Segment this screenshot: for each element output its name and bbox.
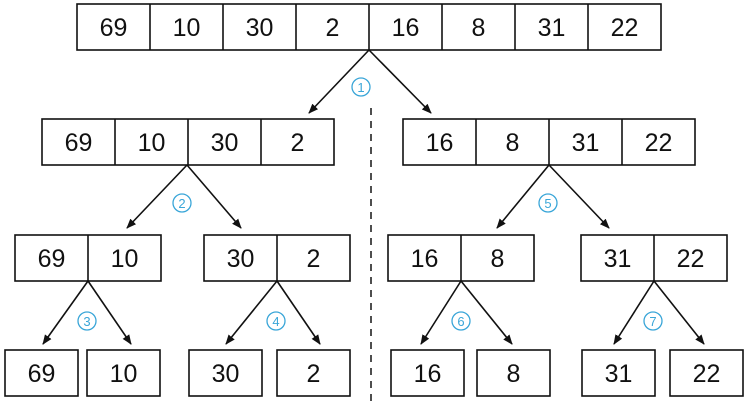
array-cell-value: 69: [28, 360, 56, 388]
step-number: 6: [457, 314, 464, 329]
array-cell-value: 2: [307, 360, 321, 388]
array-cell-value: 22: [677, 245, 705, 273]
array-pair-2: 30 2: [203, 234, 351, 282]
array-single-2: 10: [86, 349, 161, 397]
array-cell-value: 8: [506, 129, 520, 157]
step-circle: [451, 311, 471, 331]
split-arrows: [42, 49, 705, 345]
step-circle: [77, 311, 97, 331]
split-arrow: [653, 280, 705, 345]
array-cell-value: 16: [426, 129, 454, 157]
array-cell-value: 22: [611, 14, 639, 42]
array-cell-value: 8: [472, 14, 486, 42]
array-cell-value: 10: [110, 360, 138, 388]
array-left-half: 69 10 30 2: [41, 118, 335, 166]
split-arrow: [276, 280, 321, 345]
array-cell-value: 31: [604, 245, 632, 273]
array-pair-3: 16 8: [387, 234, 535, 282]
array-cell-value: 2: [307, 245, 321, 273]
array-outline: [669, 349, 744, 397]
split-arrow: [613, 280, 655, 345]
array-cell-value: 22: [645, 129, 673, 157]
array-single-5: 16: [390, 349, 465, 397]
array-cell-value: 8: [491, 245, 505, 273]
array-root: 69 10 30 2 16 8 31 22: [76, 3, 662, 51]
step-circle: [266, 311, 286, 331]
array-outline: [188, 349, 263, 397]
split-arrow: [42, 280, 89, 345]
array-cell-value: 30: [246, 14, 274, 42]
step-marker-7: 7: [643, 311, 663, 331]
array-single-8: 22: [669, 349, 744, 397]
array-cell-value: 10: [138, 129, 166, 157]
step-markers: 1 2 3 4 5 6 7: [77, 77, 663, 331]
step-marker-4: 4: [266, 311, 286, 331]
split-arrow: [496, 164, 550, 229]
array-outline: [4, 349, 79, 397]
step-number: 5: [544, 196, 551, 211]
split-arrow: [87, 280, 132, 345]
array-single-1: 69: [4, 349, 79, 397]
array-cell-value: 31: [605, 360, 633, 388]
array-cell-value: 30: [211, 129, 239, 157]
array-outline: [581, 349, 656, 397]
array-pair-1: 69 10: [14, 234, 162, 282]
array-cell-value: 69: [100, 14, 128, 42]
step-circle: [643, 311, 663, 331]
array-cell-value: 8: [507, 360, 521, 388]
split-arrow: [126, 164, 188, 229]
array-cell-value: 16: [414, 360, 442, 388]
split-arrow: [186, 164, 242, 229]
split-arrow: [420, 280, 462, 345]
array-cell-value: 30: [227, 245, 255, 273]
split-arrow: [460, 280, 513, 345]
array-outline: [276, 349, 351, 397]
step-marker-3: 3: [77, 311, 97, 331]
split-arrow: [368, 49, 432, 114]
step-marker-1: 1: [351, 77, 371, 97]
array-single-6: 8: [476, 349, 551, 397]
array-outline: [390, 349, 465, 397]
array-single-7: 31: [581, 349, 656, 397]
step-marker-2: 2: [172, 193, 192, 213]
step-marker-6: 6: [451, 311, 471, 331]
split-arrow: [308, 49, 370, 114]
step-number: 7: [649, 314, 656, 329]
split-arrow: [225, 280, 278, 345]
array-pair-4: 31 22: [580, 234, 728, 282]
step-number: 2: [178, 196, 185, 211]
array-cell-value: 69: [38, 245, 66, 273]
array-outline: [476, 349, 551, 397]
array-cell-value: 31: [572, 129, 600, 157]
step-circle: [172, 193, 192, 213]
array-cell-value: 2: [291, 129, 305, 157]
array-cell-value: 16: [392, 14, 420, 42]
split-arrow: [548, 164, 610, 229]
step-marker-5: 5: [538, 193, 558, 213]
array-cell-value: 10: [173, 14, 201, 42]
array-cell-value: 69: [65, 129, 93, 157]
step-number: 4: [272, 314, 279, 329]
array-single-3: 30: [188, 349, 263, 397]
step-number: 3: [83, 314, 90, 329]
array-cell-value: 30: [212, 360, 240, 388]
step-circle: [538, 193, 558, 213]
array-single-4: 2: [276, 349, 351, 397]
step-circle: [351, 77, 371, 97]
array-cell-value: 31: [538, 14, 566, 42]
array-cell-value: 2: [326, 14, 340, 42]
array-outline: [86, 349, 161, 397]
array-cell-value: 10: [111, 245, 139, 273]
array-right-half: 16 8 31 22: [402, 118, 696, 166]
step-number: 1: [357, 80, 364, 95]
array-cell-value: 16: [411, 245, 439, 273]
array-cell-value: 22: [693, 360, 721, 388]
